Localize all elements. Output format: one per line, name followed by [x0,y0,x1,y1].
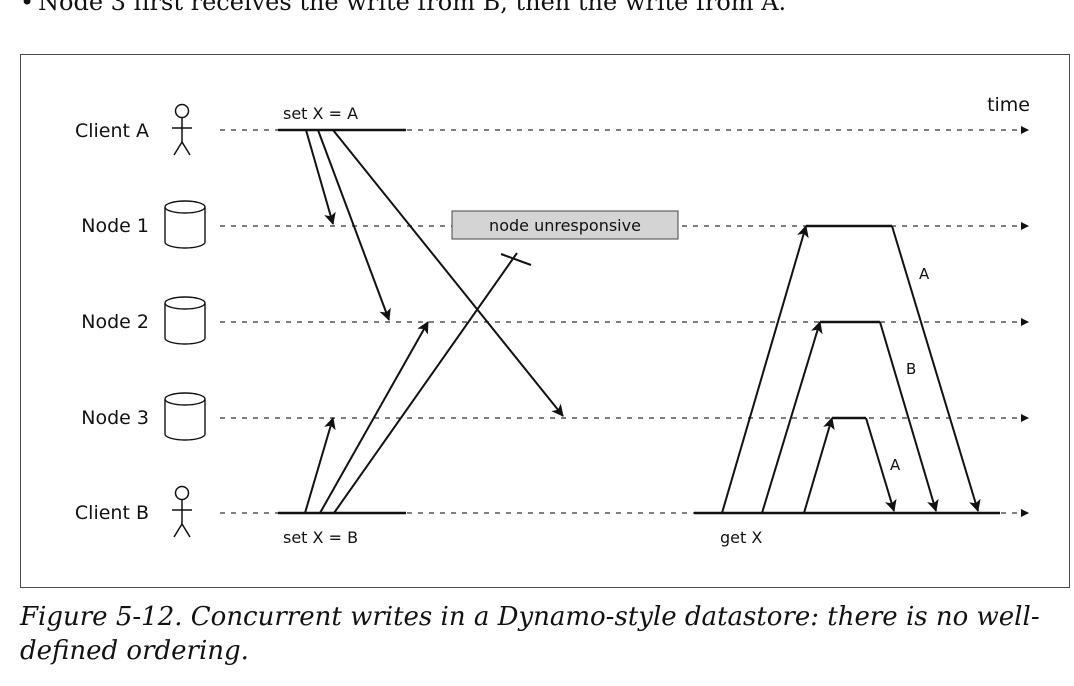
lane-label-node-1: Node 1 [81,215,149,237]
figure-number: Figure 5-12. [20,602,183,632]
intro-bullet: •Node 3 first receives the write from B,… [20,0,1060,24]
intro-text: Node 3 first receives the write from B, … [38,0,787,16]
write-b-to-node-2-arrow [319,321,429,514]
figure-caption-text: Concurrent writes in a Dynamo-style data… [20,602,1040,666]
lane-label-node-2: Node 2 [81,311,149,333]
set-a-label: set X = A [283,104,358,123]
write-b-to-node-3-arrow [304,417,336,514]
response-node-3-arrow [865,417,897,512]
set-b-label: set X = B [283,528,358,547]
get-request-to-node-2-arrow [761,321,823,514]
response-label-node-1: A [919,265,930,283]
figure-caption: Figure 5-12. Concurrent writes in a Dyna… [20,600,1060,668]
write-b-to-node-1-lost-line [333,252,518,514]
node-unresponsive-box [451,210,679,240]
client-a-person-icon [172,103,192,156]
write-a-to-node-3-arrow [332,129,564,417]
write-a-to-node-1-arrow [305,129,336,225]
lane-label-client-a: Client A [75,120,149,142]
response-node-2-arrow [879,321,939,512]
time-label: time [987,94,1030,116]
lost-message-cross-icon [500,253,532,266]
bullet-icon: • [20,0,35,16]
get-x-label: get X [720,528,762,547]
lane-label-client-b: Client B [75,502,149,524]
response-label-node-2: B [906,360,916,378]
response-node-1-arrow [891,225,981,512]
get-request-to-node-3-arrow [803,417,835,514]
client-b-person-icon [172,485,192,538]
node-1-database-icon [164,200,206,249]
node-2-database-icon [164,296,206,345]
response-label-node-3: A [890,456,901,474]
node-3-database-icon [164,392,206,441]
node-unresponsive-label: node unresponsive [489,216,641,235]
write-a-to-node-2-arrow [317,129,391,321]
lane-label-node-3: Node 3 [81,407,149,429]
get-request-to-node-1-arrow [721,225,809,514]
